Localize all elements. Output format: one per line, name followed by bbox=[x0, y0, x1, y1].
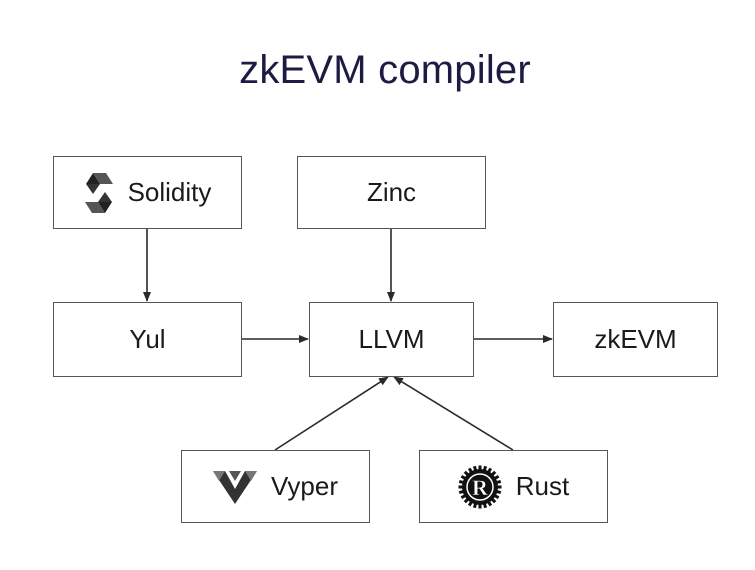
node-zinc: Zinc bbox=[297, 156, 486, 229]
rust-logo-icon: R bbox=[449, 456, 511, 517]
node-label: Vyper bbox=[271, 471, 338, 501]
node-rust: R Rust bbox=[419, 450, 608, 523]
node-label: Solidity bbox=[127, 177, 212, 207]
solidity-logo-icon bbox=[84, 172, 114, 214]
svg-text:R: R bbox=[472, 475, 489, 500]
node-label: Yul bbox=[129, 324, 166, 354]
node-label: zkEVM bbox=[594, 324, 677, 354]
node-label: Zinc bbox=[366, 177, 417, 207]
vyper-logo-icon bbox=[213, 469, 258, 505]
node-solidity: Solidity bbox=[53, 156, 242, 229]
node-llvm: LLVM bbox=[309, 302, 474, 377]
diagram-title: zkEVM compiler bbox=[239, 48, 531, 92]
edge-rust-to-llvm bbox=[393, 376, 514, 451]
node-label: Rust bbox=[515, 471, 570, 501]
node-yul: Yul bbox=[53, 302, 242, 377]
node-label: LLVM bbox=[358, 324, 425, 354]
node-zkevm: zkEVM bbox=[553, 302, 718, 377]
edge-vyper-to-llvm bbox=[274, 376, 389, 451]
node-vyper: Vyper bbox=[181, 450, 370, 523]
